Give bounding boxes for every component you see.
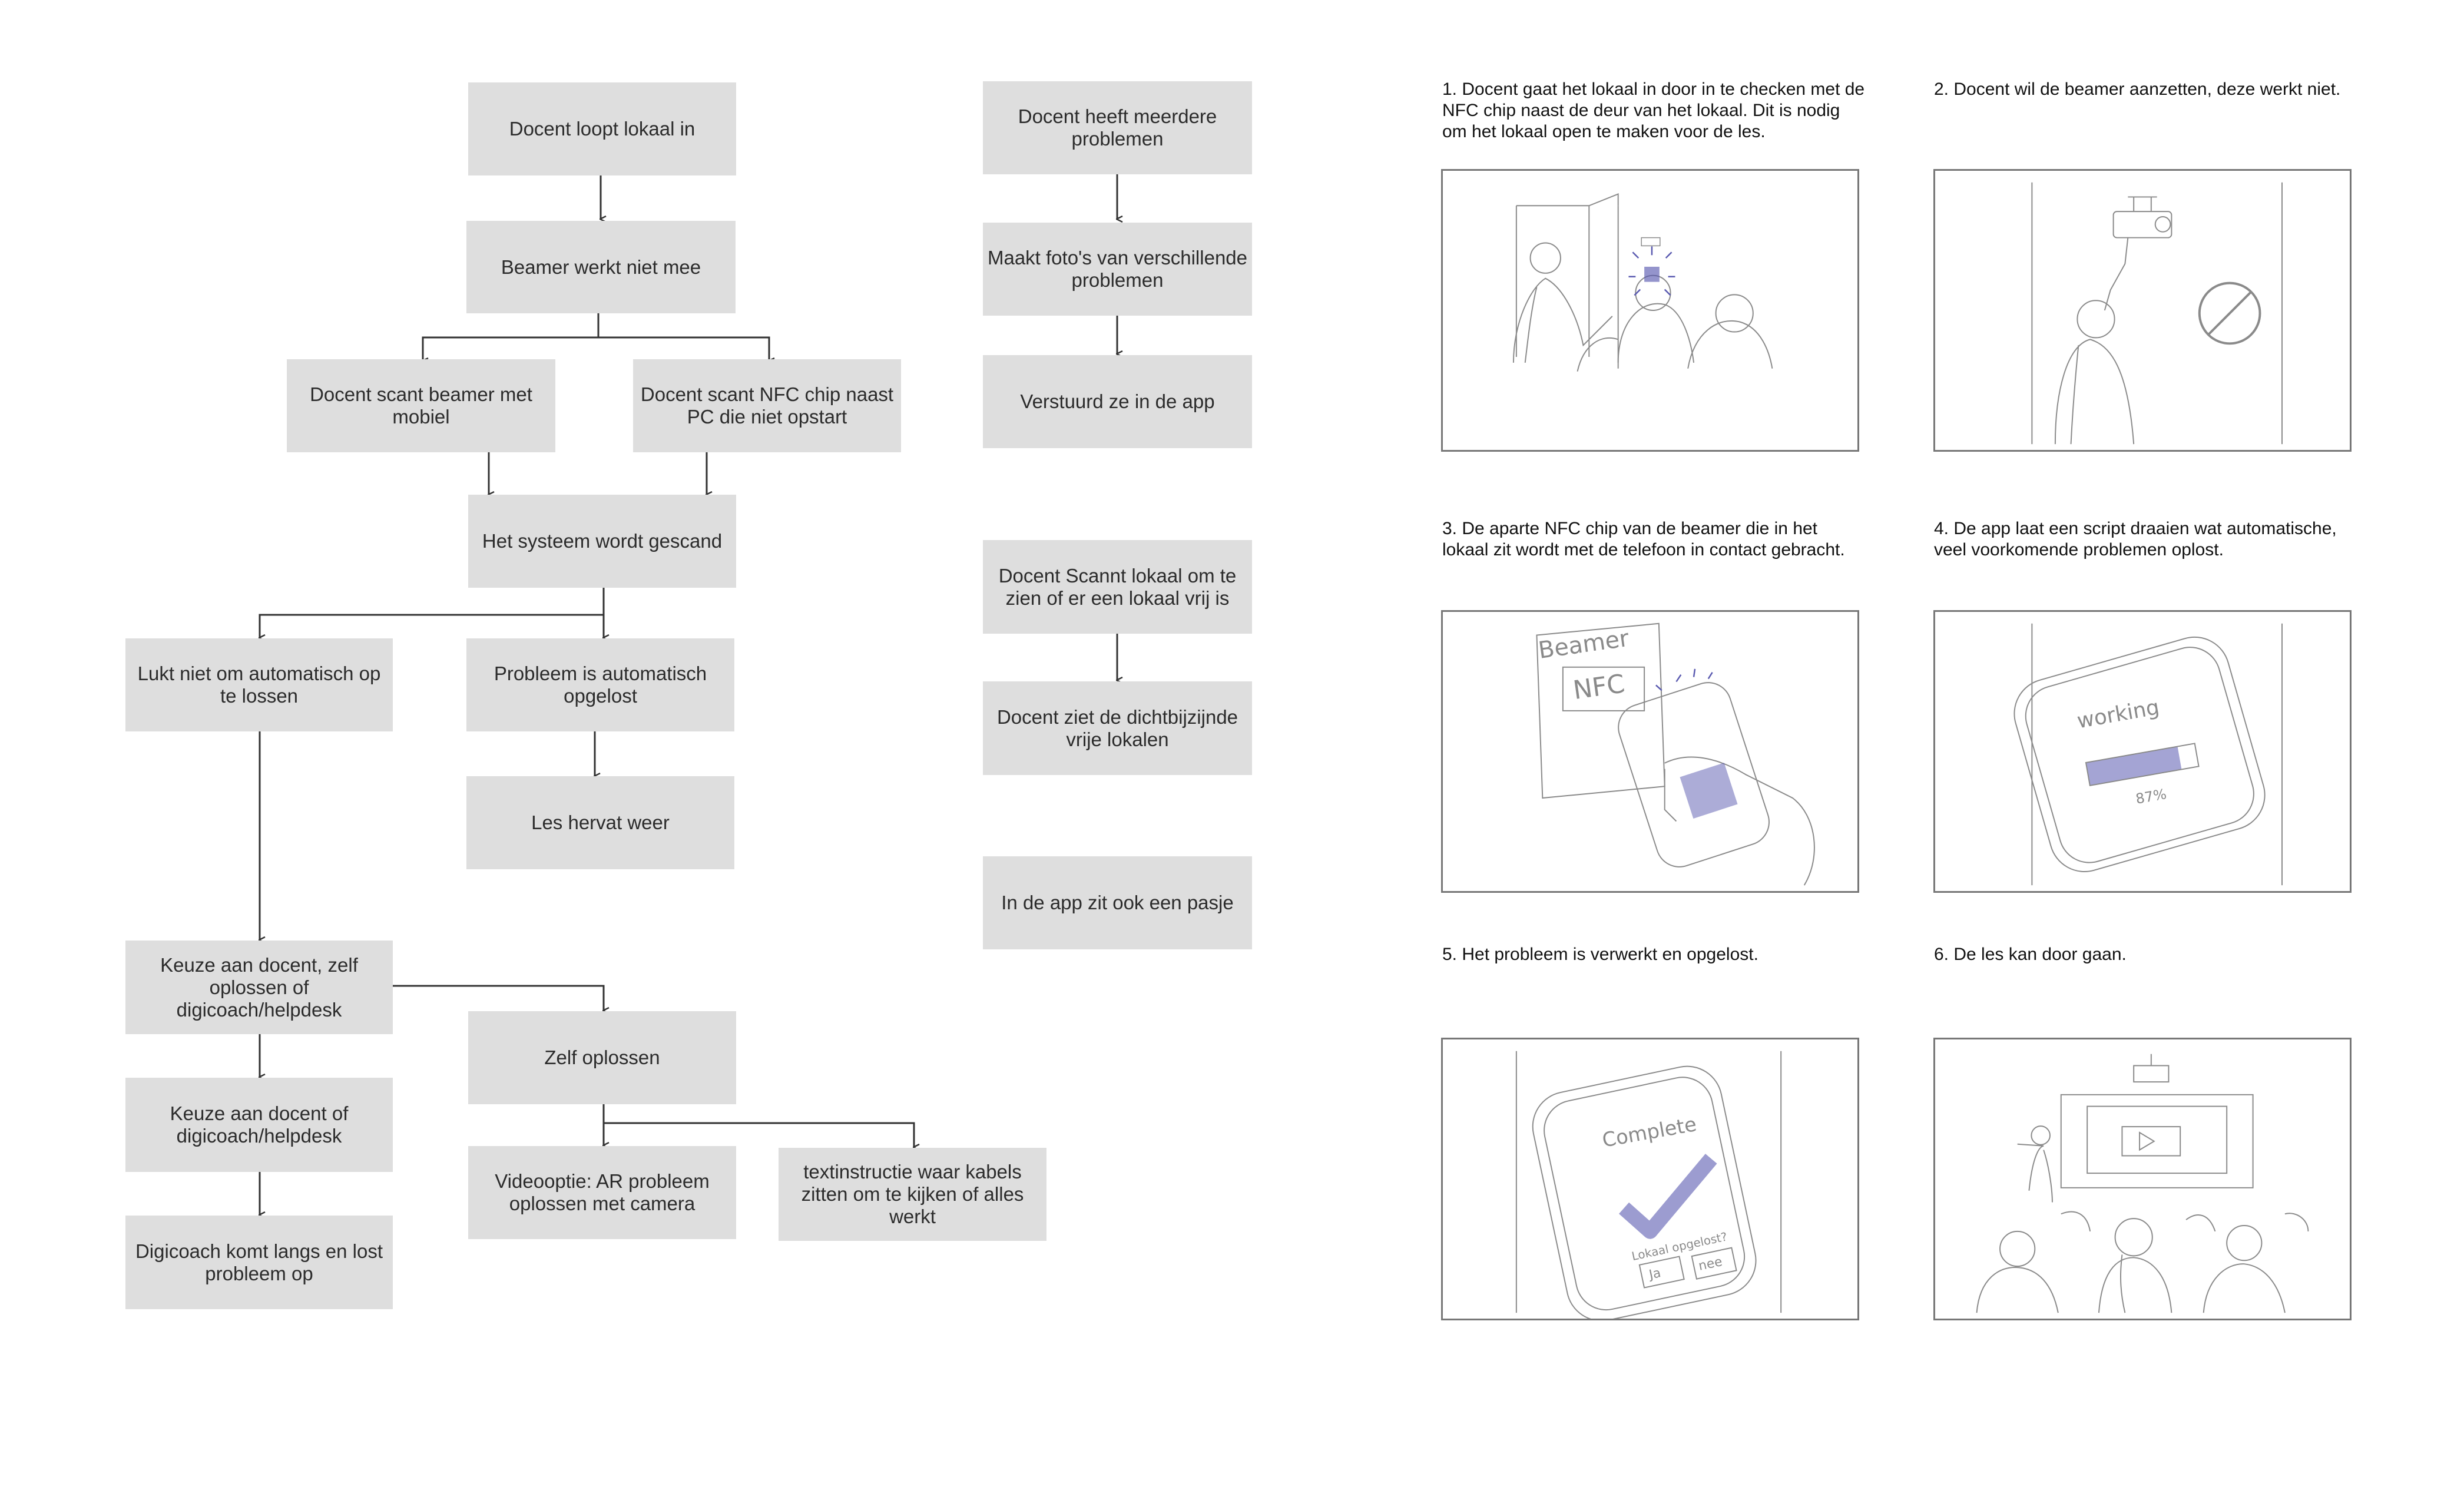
node-docent-scant-beamer: Docent scant beamer met mobiel: [287, 359, 555, 452]
node-docent-scannt-lokaal: Docent Scannt lokaal om te zien of er ee…: [983, 540, 1252, 634]
node-textinstructie-kabels: textinstructie waar kabels zitten om te …: [779, 1148, 1046, 1241]
sketch-label-working: working: [2075, 696, 2161, 734]
storyboard-caption-2: 2. Docent wil de beamer aanzetten, deze …: [1934, 80, 2341, 99]
node-keuze-aan-docent-digicoach: Keuze aan docent of digicoach/helpdesk: [125, 1078, 393, 1172]
sketch-phone-working: working 87%: [2013, 623, 2283, 886]
storyboard-caption-3: 3. De aparte NFC chip van de beamer die …: [1442, 519, 1845, 559]
storyboard-caption-1: 1. Docent gaat het lokaal in door in te …: [1442, 80, 1865, 141]
connector: [604, 1122, 914, 1147]
connector: [260, 588, 605, 638]
node-docent-heeft-meerdere-problemen: Docent heeft meerdere problemen: [983, 81, 1252, 174]
sketch-label-complete: Complete: [1601, 1112, 1698, 1151]
node-digicoach-komt-langs: Digicoach komt langs en lost probleem op: [125, 1216, 393, 1309]
storyboard-caption-6: 6. De les kan door gaan.: [1934, 945, 2127, 964]
sketch-label-nfc: NFC: [1571, 669, 1627, 706]
node-beamer-werkt-niet-mee: Beamer werkt niet mee: [466, 221, 736, 313]
sketch-label-percent: 87%: [2134, 786, 2168, 807]
node-docent-ziet-vrije-lokalen: Docent ziet de dichtbijzijnde vrije loka…: [983, 681, 1252, 775]
sketch-phone-nfc-beamer: Beamer NFC: [1536, 622, 1815, 886]
sketch-teacher-nfc-door: [1512, 193, 1773, 372]
storyboard-panel-3: Beamer NFC: [1441, 610, 1859, 893]
connector: [393, 985, 604, 1011]
node-les-hervat-weer: Les hervat weer: [466, 776, 734, 869]
sketch-label-nee: nee: [1697, 1254, 1724, 1274]
storyboard-panel-6: [1933, 1038, 2352, 1320]
node-zelf-oplossen: Zelf oplossen: [468, 1011, 736, 1104]
node-docent-loopt-lokaal-in: Docent loopt lokaal in: [468, 82, 736, 175]
node-lukt-niet-automatisch: Lukt niet om automatisch op te lossen: [125, 638, 393, 731]
sketch-label-ja: Ja: [1647, 1266, 1662, 1283]
connector: [598, 336, 769, 361]
storyboard-panel-5: Complete Lokaal opgelost? Ja nee: [1441, 1038, 1859, 1320]
storyboard-panel-2: [1933, 169, 2352, 452]
storyboard-panel-1: [1441, 169, 1859, 452]
sketch-label-beamer: Beamer: [1536, 625, 1631, 664]
node-verstuurd-in-app: Verstuurd ze in de app: [983, 355, 1252, 448]
storyboard-caption-5: 5. Het probleem is verwerkt en opgelost.: [1442, 945, 1758, 964]
node-maakt-fotos: Maakt foto's van verschillende problemen: [983, 223, 1252, 316]
node-pasje-in-app: In de app zit ook een pasje: [983, 856, 1252, 949]
sketch-phone-complete: Complete Lokaal opgelost? Ja nee: [1515, 1051, 1782, 1319]
storyboard-panel-4: working 87%: [1933, 610, 2352, 893]
node-systeem-wordt-gescand: Het systeem wordt gescand: [468, 495, 736, 588]
node-probleem-automatisch-opgelost: Probleem is automatisch opgelost: [466, 638, 734, 731]
connector: [423, 313, 600, 361]
node-docent-scant-nfc-chip: Docent scant NFC chip naast PC die niet …: [633, 359, 901, 452]
storyboard-caption-4: 4. De app laat een script draaien wat au…: [1934, 519, 2337, 559]
sketch-beamer-not-working: [2031, 182, 2283, 445]
sketch-class-continues: [1976, 1054, 2309, 1313]
node-videooptie-ar: Videooptie: AR probleem oplossen met cam…: [468, 1146, 736, 1239]
node-keuze-aan-docent-zelf: Keuze aan docent, zelf oplossen of digic…: [125, 941, 393, 1034]
